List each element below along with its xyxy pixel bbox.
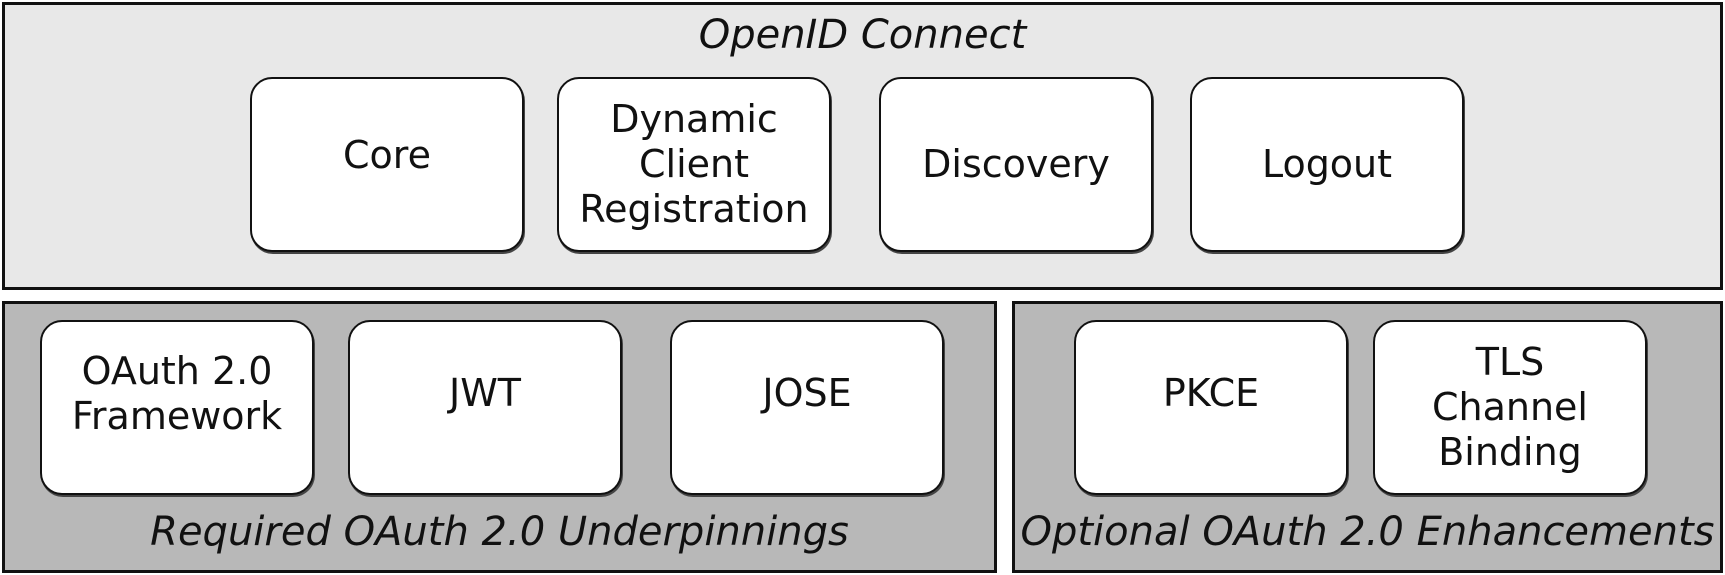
oauth-framework-box: OAuth 2.0 Framework (40, 320, 314, 495)
core-box: Core (250, 77, 524, 252)
jose-box: JOSE (670, 320, 944, 495)
pkce-label: PKCE (1162, 371, 1260, 416)
core-label: Core (343, 133, 431, 178)
dynamic-client-registration-label: Dynamic Client Registration (579, 97, 809, 231)
oauth-framework-label: OAuth 2.0 Framework (71, 348, 283, 438)
jwt-box: JWT (348, 320, 622, 495)
optional-enhancements-title: Optional OAuth 2.0 Enhancements (1020, 509, 1715, 555)
openid-connect-title: OpenID Connect (698, 12, 1027, 58)
jwt-label: JWT (449, 371, 521, 416)
pkce-box: PKCE (1074, 320, 1348, 495)
logout-box: Logout (1190, 77, 1464, 252)
discovery-label: Discovery (922, 142, 1110, 187)
dynamic-client-registration-box: Dynamic Client Registration (557, 77, 831, 252)
required-underpinnings-title: Required OAuth 2.0 Underpinnings (150, 509, 849, 555)
jose-label: JOSE (762, 371, 852, 416)
discovery-box: Discovery (879, 77, 1153, 252)
logout-label: Logout (1261, 142, 1393, 187)
tls-channel-binding-label: TLS Channel Binding (1431, 340, 1588, 474)
tls-channel-binding-box: TLS Channel Binding (1373, 320, 1647, 495)
